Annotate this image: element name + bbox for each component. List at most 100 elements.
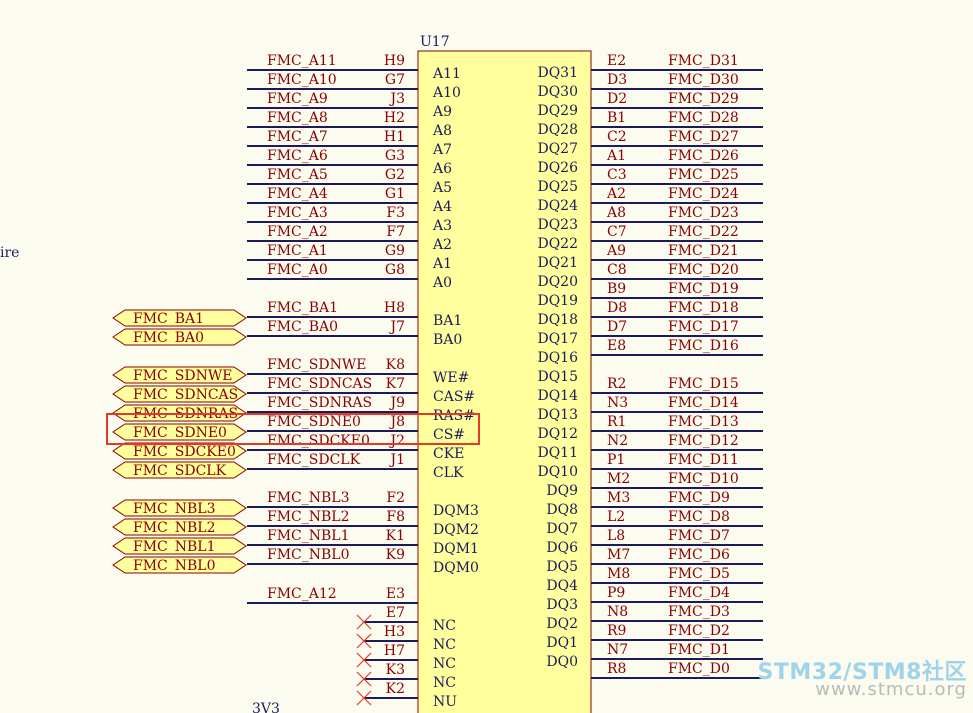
net-label: FMC_D14 <box>668 395 739 411</box>
net-label: FMC_D17 <box>668 319 739 335</box>
dq-pin-name: DQ17 <box>537 331 578 347</box>
port-label: FMC_BA1 <box>133 311 204 327</box>
port-symbol <box>112 366 247 384</box>
net-label: FMC_SDNWE <box>267 357 366 373</box>
port-label: FMC_NBL2 <box>133 520 216 536</box>
pin-number: D7 <box>607 319 627 335</box>
port-label: FMC_SDNE0 <box>133 425 227 441</box>
dq-pin-name: DQ23 <box>537 217 578 233</box>
pin-number: D2 <box>607 91 627 107</box>
dq-pin-name: DQ2 <box>546 616 578 632</box>
pin-name: A10 <box>432 85 461 101</box>
dq-pin-name: DQ28 <box>537 122 578 138</box>
pin-number: N2 <box>607 433 628 449</box>
dq-pin-name: DQ31 <box>537 65 578 81</box>
pin-number: K1 <box>386 528 405 544</box>
pin-name: CKE <box>433 446 464 462</box>
net-label: FMC_D30 <box>668 72 739 88</box>
net-label: FMC_A1 <box>267 243 328 259</box>
pin-name: CS# <box>433 427 465 443</box>
port-label: FMC_NBL1 <box>133 539 216 555</box>
net-label: FMC_NBL0 <box>267 547 350 563</box>
dq-pin-name: DQ12 <box>537 426 578 442</box>
pin-number: P1 <box>607 452 625 468</box>
pin-name: NU <box>433 694 457 710</box>
pin-number: K9 <box>386 547 405 563</box>
pin-name: BA1 <box>433 313 462 329</box>
pin-number: K3 <box>386 662 405 678</box>
dq-pin-name: DQ0 <box>546 654 578 670</box>
pin-number: B9 <box>607 281 626 297</box>
pin-number: G3 <box>385 148 405 164</box>
dq-pin-name: DQ24 <box>537 198 578 214</box>
ic-designator: U17 <box>420 34 450 50</box>
net-label: FMC_D2 <box>668 623 730 639</box>
dq-pin-name: DQ18 <box>537 312 578 328</box>
pin-number: N3 <box>607 395 628 411</box>
port-label: FMC_NBL3 <box>133 501 216 517</box>
net-label: FMC_A12 <box>267 586 337 602</box>
net-label: FMC_SDNRAS <box>267 395 372 411</box>
net-label: FMC_NBL3 <box>267 490 350 506</box>
pin-number: P9 <box>607 585 625 601</box>
net-label: FMC_A5 <box>267 167 328 183</box>
pin-name: A4 <box>432 199 452 215</box>
pin-number: H3 <box>384 624 405 640</box>
net-label: FMC_D3 <box>668 604 730 620</box>
port-symbol <box>112 423 247 441</box>
dq-pin-name: DQ21 <box>537 255 578 271</box>
pin-name: A5 <box>432 180 452 196</box>
net-label: FMC_A10 <box>267 72 337 88</box>
dq-pin-name: DQ4 <box>546 578 578 594</box>
pin-number: C7 <box>607 224 627 240</box>
net-label: FMC_BA0 <box>267 319 338 335</box>
pin-number: G7 <box>385 72 405 88</box>
net-label: FMC_A4 <box>267 186 328 202</box>
net-label: FMC_D16 <box>668 338 739 354</box>
net-label: FMC_D18 <box>668 300 739 316</box>
net-label: FMC_D12 <box>668 433 739 449</box>
dq-pin-name: DQ8 <box>546 502 578 518</box>
net-label: FMC_D27 <box>668 129 739 145</box>
dq-pin-name: DQ29 <box>537 103 578 119</box>
pin-name: A6 <box>432 161 452 177</box>
net-label: FMC_D0 <box>668 661 730 677</box>
dq-pin-name: DQ3 <box>546 597 578 613</box>
pin-name: A9 <box>432 104 452 120</box>
pin-name: A3 <box>432 218 452 234</box>
pin-number: K7 <box>386 376 405 392</box>
net-label: FMC_A6 <box>267 148 328 164</box>
pin-number: H9 <box>384 53 405 69</box>
net-label: FMC_SDNCAS <box>267 376 372 392</box>
port-symbol <box>112 309 247 327</box>
no-connect-mark <box>356 690 372 706</box>
dq-pin-name: DQ1 <box>546 635 578 651</box>
port-symbol <box>112 537 247 555</box>
net-label: FMC_D26 <box>668 148 739 164</box>
pin-number: R2 <box>607 376 626 392</box>
dq-pin-name: DQ6 <box>546 540 578 556</box>
pin-number: C3 <box>607 167 627 183</box>
pin-number: H2 <box>384 110 405 126</box>
dq-pin-name: DQ15 <box>537 369 578 385</box>
pin-name: NC <box>433 637 456 653</box>
pin-number: M3 <box>607 490 630 506</box>
pin-name: A1 <box>432 256 452 272</box>
pin-number: H8 <box>384 300 405 316</box>
pin-number: A9 <box>606 243 626 259</box>
net-label: FMC_D22 <box>668 224 739 240</box>
net-label: FMC_A9 <box>267 91 328 107</box>
net-label: FMC_D21 <box>668 243 739 259</box>
no-connect-mark <box>356 652 372 668</box>
net-label: FMC_D15 <box>668 376 739 392</box>
cropped-text-left: ire <box>0 245 19 261</box>
pin-number: N7 <box>607 642 628 658</box>
port-label: FMC_BA0 <box>133 330 204 346</box>
net-label: FMC_A2 <box>267 224 328 240</box>
pin-number: E3 <box>386 586 405 602</box>
pin-name: A11 <box>432 66 461 82</box>
pin-number: J2 <box>388 433 405 449</box>
net-label: FMC_D9 <box>668 490 730 506</box>
